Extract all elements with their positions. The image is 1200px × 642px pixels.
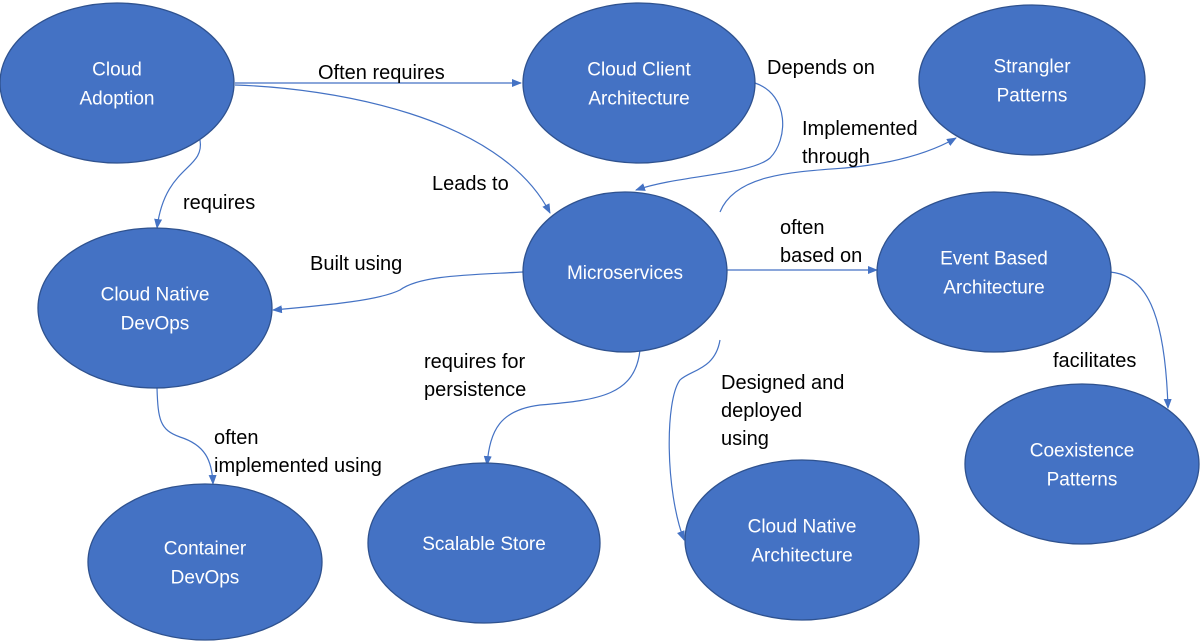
- node-label-line: Patterns: [1047, 470, 1118, 491]
- edge-label-implemented-through: Implemented through: [802, 118, 918, 168]
- node-scalable-store: Scalable Store: [367, 462, 601, 624]
- node-ellipse: [87, 483, 323, 641]
- edge-requires-for-persistence: [483, 349, 641, 466]
- edge-label-line: using: [721, 428, 769, 450]
- node-microservices: Microservices: [522, 191, 728, 353]
- edge-label-line: Often requires: [318, 62, 445, 84]
- edge-often-implemented-using: [156, 387, 217, 485]
- node-label: Microservices: [567, 263, 683, 284]
- edge-label-line: facilitates: [1053, 350, 1136, 372]
- edge-label-often-requires: Often requires: [318, 62, 445, 84]
- edge-label-line: often: [214, 427, 258, 449]
- edge-label-line: deployed: [721, 400, 802, 422]
- edge-label-line: implemented using: [214, 455, 382, 477]
- node-label-line: Container: [164, 539, 247, 560]
- edge-label-line: Designed and: [721, 372, 844, 394]
- node-label-line: Patterns: [997, 86, 1068, 107]
- node-label-line: Architecture: [751, 546, 852, 567]
- edge-depends-on: [635, 82, 784, 191]
- node-label-line: Strangler: [993, 57, 1071, 78]
- node-ellipse: [684, 459, 920, 621]
- edge-label-line: based on: [780, 245, 862, 267]
- node-label-line: Cloud: [92, 60, 142, 81]
- node-label-line: Microservices: [567, 263, 683, 284]
- node-ellipse: [964, 383, 1200, 545]
- node-label-line: DevOps: [171, 568, 240, 589]
- edge-built-using: [272, 271, 524, 314]
- edge-label-line: through: [802, 146, 870, 168]
- edge-label-line: Built using: [310, 253, 402, 275]
- node-label-line: Coexistence: [1030, 441, 1135, 462]
- edge-implemented-through: [719, 137, 957, 213]
- node-ellipse: [367, 462, 601, 624]
- edge-label-often-implemented-using: often implemented using: [214, 427, 382, 477]
- edge-label-line: persistence: [424, 379, 526, 401]
- node-label-line: Cloud Native: [101, 285, 210, 306]
- node-label-line: Scalable Store: [422, 534, 546, 555]
- node-ellipse: [0, 2, 235, 164]
- edge-label-built-using: Built using: [310, 253, 402, 275]
- edge-label-line: requires: [183, 192, 255, 214]
- edge-label-line: Implemented: [802, 118, 918, 140]
- node-label-line: Cloud Native: [748, 517, 857, 538]
- node-ellipse: [522, 2, 756, 164]
- node-ellipse: [876, 191, 1112, 353]
- edge-label-line: Depends on: [767, 57, 875, 79]
- edge-designed-and-deployed-using: [668, 339, 721, 541]
- node-ellipse: [522, 191, 728, 353]
- node-label-line: DevOps: [121, 314, 190, 335]
- edge-leads-to: [234, 84, 551, 214]
- node-label-line: Event Based: [940, 249, 1048, 270]
- edge-label-facilitates: facilitates: [1053, 350, 1136, 372]
- edge-requires: [154, 139, 201, 229]
- edge-label-depends-on: Depends on: [767, 57, 875, 79]
- edge-facilitates: [1109, 271, 1172, 409]
- edge-label-requires: requires: [183, 192, 255, 214]
- node-ellipse: [37, 227, 273, 389]
- edge-label-often-based-on: often based on: [780, 217, 862, 267]
- edge-label-line: Leads to: [432, 173, 509, 195]
- node-label-line: Cloud Client: [587, 60, 691, 81]
- edge-label-designed-and-deployed-using: Designed and deployed using: [721, 372, 844, 450]
- node-label: Scalable Store: [422, 534, 546, 555]
- edge-label-leads-to: Leads to: [432, 173, 509, 195]
- node-label-line: Adoption: [79, 89, 154, 110]
- node-label-line: Architecture: [943, 278, 1044, 299]
- node-label-line: Architecture: [588, 89, 689, 110]
- edge-label-line: often: [780, 217, 824, 239]
- edge-label-line: requires for: [424, 351, 525, 373]
- node-ellipse: [918, 4, 1146, 156]
- edge-label-requires-for-persistence: requires for persistence: [424, 351, 526, 401]
